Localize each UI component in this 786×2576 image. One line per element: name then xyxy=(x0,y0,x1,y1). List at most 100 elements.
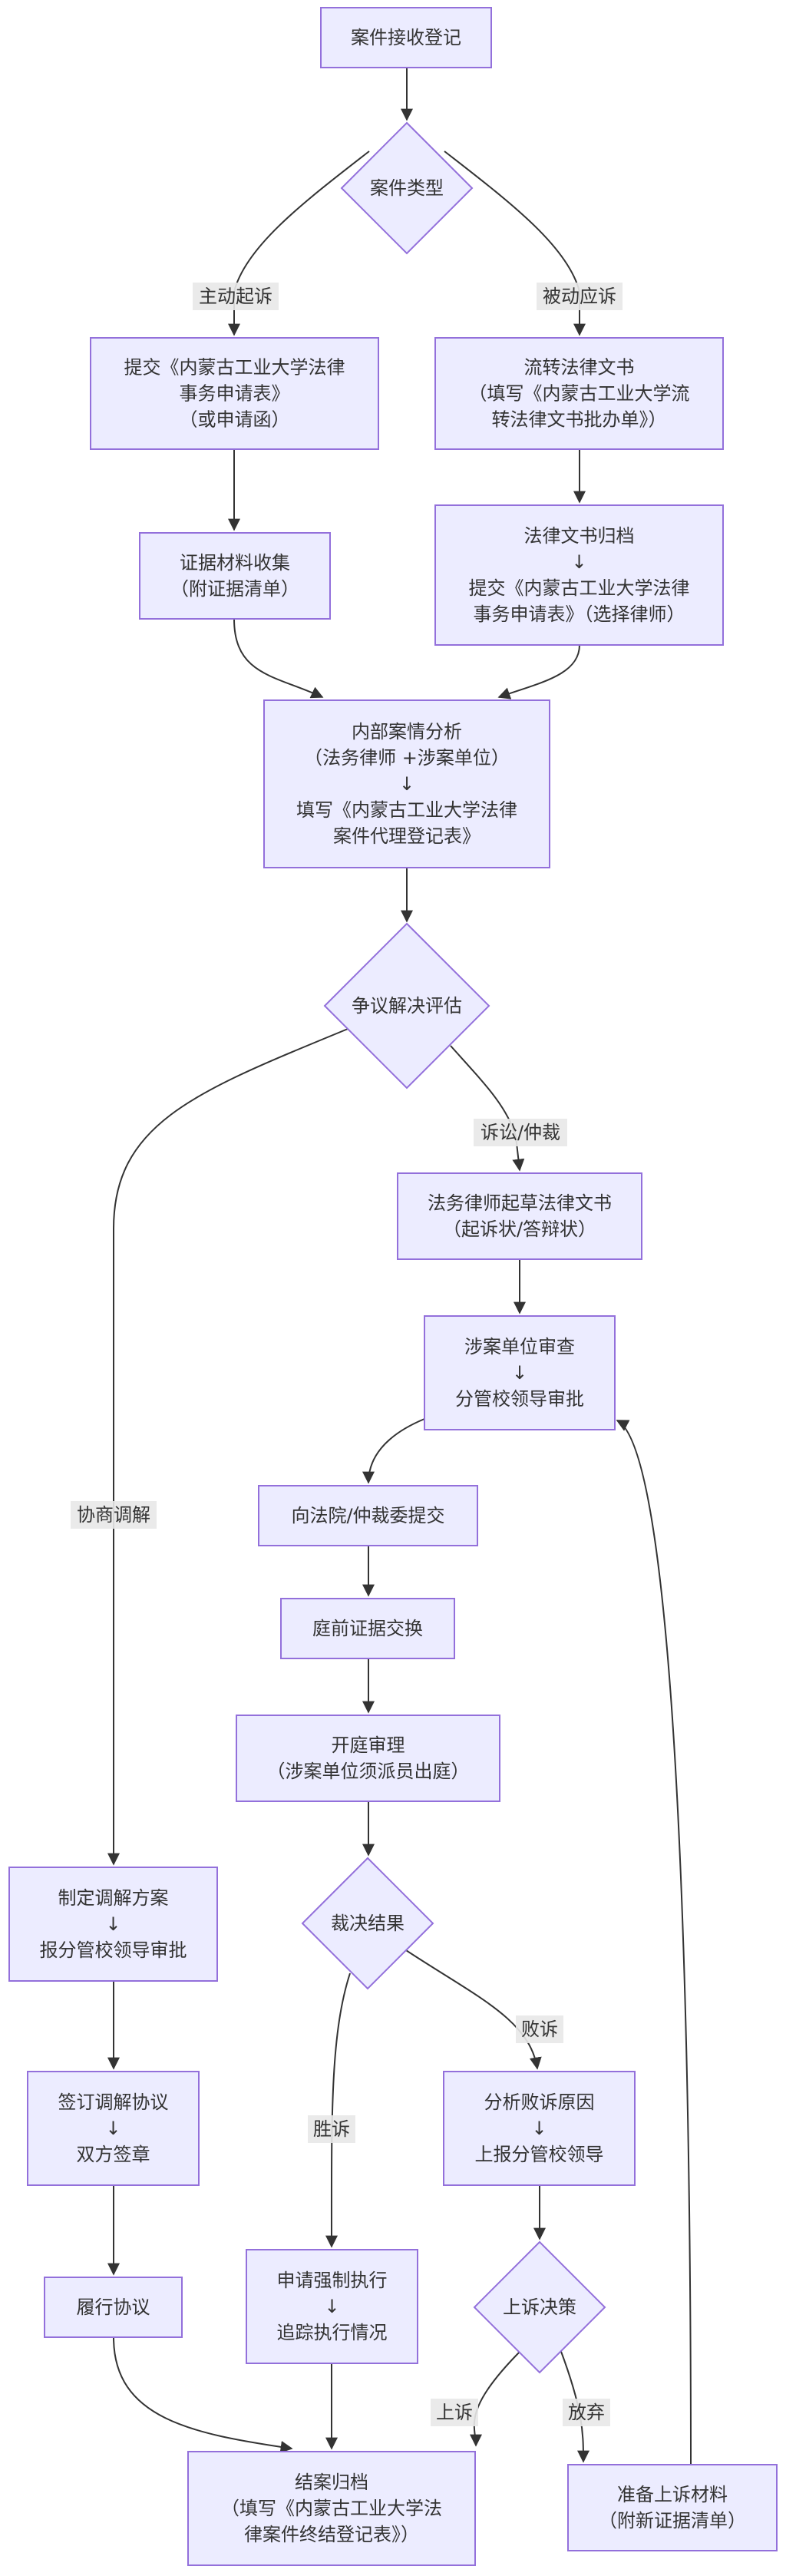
unit-review-node: 涉案单位审查↓分管校领导审批 xyxy=(424,1315,616,1430)
draft-document-node: 法务律师起草法律文书（起诉状/答辩状） xyxy=(397,1172,642,1260)
analyze-loss-node-shape xyxy=(443,2071,636,2186)
edge-label-abandon: 放弃 xyxy=(563,2399,610,2426)
submit-court-node-text-line: 向法院/仲裁委提交 xyxy=(291,1505,444,1526)
case-register-node: 案件接收登记 xyxy=(320,7,492,68)
internal-analysis-node-shape xyxy=(263,699,550,868)
edge-prepare-to-review xyxy=(616,1420,692,2465)
edge-dispute-to-draft xyxy=(450,1045,525,1172)
internal-analysis-node-text-line: 填写《内蒙古工业大学法律 xyxy=(296,799,517,821)
close-archive-node-text-line: 结案归档 xyxy=(295,2472,368,2493)
verdict-decision-shape xyxy=(301,1857,434,1990)
submit-request-node-text-line: （或申请函） xyxy=(180,409,290,431)
svg-text:胜诉: 胜诉 xyxy=(313,2118,350,2140)
enforce-node: 申请强制执行 ↓ 追踪执行情况 xyxy=(246,2249,418,2364)
svg-text:被动应诉: 被动应诉 xyxy=(543,286,616,307)
transfer-document-node-shape xyxy=(434,337,724,450)
transfer-document-node-text-line: 转法律文书批办单》） xyxy=(492,409,667,431)
sign-agreement-node-text-line: 双方签章 xyxy=(77,2144,150,2165)
document-archive-node-shape xyxy=(434,504,724,646)
verdict-decision-text-line: 裁决结果 xyxy=(331,1913,405,1934)
mediation-plan-node-text-line: ↓ xyxy=(105,1913,121,1935)
submit-request-node-text-line: 提交《内蒙古工业大学法律 xyxy=(124,357,345,379)
perform-agreement-node-shape xyxy=(44,2277,183,2338)
edge-verdict-to-analyze xyxy=(405,1949,542,2070)
edge-review-to-court xyxy=(362,1418,425,1484)
case-register-node-shape xyxy=(320,7,492,68)
edge-type-to-submit xyxy=(228,150,370,336)
prepare-appeal-node-text-line: 准备上诉材料 xyxy=(617,2484,728,2505)
mediation-plan-node-text-line: 报分管校领导审批 xyxy=(40,1939,187,1961)
perform-agreement-node-text-line: 履行协议 xyxy=(77,2297,150,2318)
case-type-decision: 案件类型 xyxy=(340,121,474,255)
analyze-loss-node-text-line: 分析败诉原因 xyxy=(484,2092,595,2113)
submit-court-node-shape xyxy=(258,1485,478,1546)
evidence-collection-node-text-line: 证据材料收集 xyxy=(180,552,290,574)
mediation-plan-node-shape xyxy=(8,1867,218,1982)
svg-text:主动起诉: 主动起诉 xyxy=(199,286,272,307)
verdict-decision: 裁决结果 xyxy=(301,1857,434,1990)
case-type-decision-shape xyxy=(340,121,474,255)
unit-review-node-text-line: 涉案单位审查 xyxy=(464,1336,575,1357)
evidence-exchange-node: 庭前证据交换 xyxy=(280,1598,455,1659)
dispute-evaluation-decision-text-line: 争议解决评估 xyxy=(352,995,462,1017)
dispute-evaluation-decision: 争议解决评估 xyxy=(323,922,490,1090)
sign-agreement-node-text-line: 签订调解协议 xyxy=(58,2092,169,2113)
sign-agreement-node-shape xyxy=(27,2071,200,2186)
enforce-node-text-line: ↓ xyxy=(324,2296,339,2317)
draft-document-node-text-line: 法务律师起草法律文书 xyxy=(428,1192,612,1214)
submit-request-node-text-line: 事务申请表》 xyxy=(180,383,290,405)
edge-label-win: 胜诉 xyxy=(308,2115,355,2143)
edge-evidence-to-analysis xyxy=(233,618,324,699)
court-hearing-node-shape xyxy=(236,1715,500,1802)
enforce-node-text-line: 申请强制执行 xyxy=(277,2270,388,2291)
submit-court-node: 向法院/仲裁委提交 xyxy=(258,1485,478,1546)
close-archive-node-text-line: （填写《内蒙古工业大学法 xyxy=(221,2498,442,2519)
document-archive-node-text-line: 提交《内蒙古工业大学法律 xyxy=(469,577,690,599)
edge-verdict-to-enforce xyxy=(325,1973,351,2248)
case-register-node-text-line: 案件接收登记 xyxy=(351,27,461,48)
appeal-decision: 上诉决策 xyxy=(473,2240,606,2374)
sign-agreement-node-text-line: ↓ xyxy=(105,2118,121,2139)
close-archive-node-text-line: 律案件终结登记表》） xyxy=(244,2524,419,2545)
svg-text:败诉: 败诉 xyxy=(521,2019,558,2040)
unit-review-node-text-line: ↓ xyxy=(512,1362,527,1384)
edge-appeal-to-close xyxy=(469,2349,523,2447)
court-hearing-node-text-line: 开庭审理 xyxy=(332,1734,405,1756)
enforce-node-text-line: 追踪执行情况 xyxy=(277,2322,388,2343)
prepare-appeal-node-shape xyxy=(567,2464,778,2551)
svg-text:诉讼/仲裁: 诉讼/仲裁 xyxy=(481,1122,560,1143)
internal-analysis-node-text-line: ↓ xyxy=(399,773,414,795)
prepare-appeal-node: 准备上诉材料 （附新证据清单） xyxy=(567,2464,778,2551)
unit-review-node-shape xyxy=(424,1315,616,1430)
internal-analysis-node-text-line: 内部案情分析 xyxy=(352,721,462,742)
prepare-appeal-node-text-line: （附新证据清单） xyxy=(599,2510,746,2531)
appeal-decision-shape xyxy=(473,2240,606,2374)
edge-label-active-suit: 主动起诉 xyxy=(193,283,279,310)
analyze-loss-node-text-line: ↓ xyxy=(531,2118,547,2139)
edge-type-to-transfer xyxy=(444,150,586,336)
perform-agreement-node: 履行协议 xyxy=(44,2277,183,2338)
mediation-plan-node-text-line: 制定调解方案 xyxy=(58,1887,169,1909)
svg-text:放弃: 放弃 xyxy=(568,2402,605,2423)
appeal-decision-text-line: 上诉决策 xyxy=(503,2297,576,2318)
svg-text:协商调解: 协商调解 xyxy=(77,1504,150,1526)
document-archive-node-text-line: 事务申请表》（选择律师） xyxy=(474,603,685,625)
edge-perform-to-close xyxy=(113,2336,293,2453)
edge-label-negotiation: 协商调解 xyxy=(71,1501,157,1529)
internal-analysis-node-text-line: （法务律师 +涉案单位） xyxy=(304,747,510,769)
mediation-plan-node: 制定调解方案 ↓ 报分管校领导审批 xyxy=(8,1867,218,1982)
edge-dispute-to-mediation xyxy=(107,1027,352,1866)
document-archive-node-text-line: 法律文书归档 xyxy=(524,525,635,547)
draft-document-node-shape xyxy=(397,1172,642,1260)
court-hearing-node: 开庭审理（涉案单位须派员出庭） xyxy=(236,1715,500,1802)
transfer-document-node-text-line: 流转法律文书 xyxy=(524,357,635,379)
close-archive-node-shape xyxy=(187,2451,476,2566)
edge-label-lose: 败诉 xyxy=(516,2015,563,2043)
edge-label-litigation: 诉讼/仲裁 xyxy=(474,1119,567,1146)
evidence-collection-node-shape xyxy=(139,532,331,620)
